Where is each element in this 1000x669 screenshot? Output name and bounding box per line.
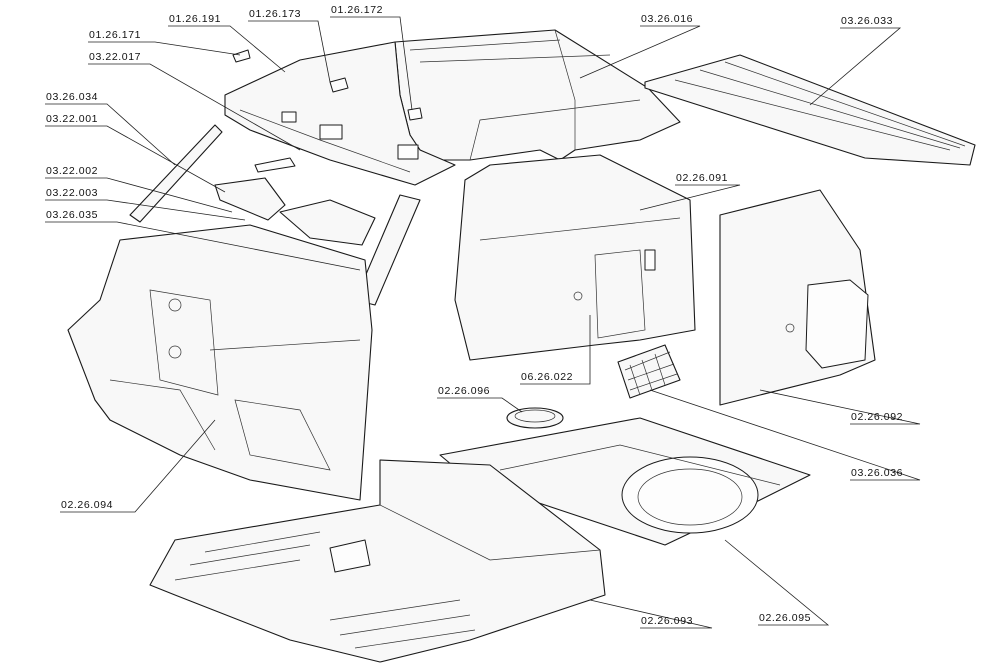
headliner bbox=[224, 41, 456, 186]
cover-disc bbox=[506, 407, 564, 429]
callout-label: 03.26.036 bbox=[851, 467, 903, 479]
callout-label: 03.26.016 bbox=[641, 13, 693, 25]
side-trim-right bbox=[719, 189, 876, 406]
pillar-trim-left bbox=[129, 124, 223, 223]
callout-label: 03.26.035 bbox=[46, 209, 98, 221]
callout-label: 01.26.172 bbox=[331, 4, 383, 16]
luggage-floor bbox=[439, 417, 811, 546]
callout-label: 03.22.002 bbox=[46, 165, 98, 177]
roof-panel bbox=[394, 29, 681, 161]
callout-label: 02.26.096 bbox=[438, 385, 490, 397]
callout-label: 03.26.033 bbox=[841, 15, 893, 27]
callout-labels: 01.26.171 01.26.191 01.26.173 01.26.172 … bbox=[46, 4, 903, 627]
callout-label: 03.22.003 bbox=[46, 187, 98, 199]
clip-part bbox=[232, 49, 251, 63]
callout-label: 02.26.094 bbox=[61, 499, 113, 511]
callout-label: 01.26.191 bbox=[169, 13, 221, 25]
side-trim-center bbox=[454, 154, 696, 361]
callout-label: 03.22.001 bbox=[46, 113, 98, 125]
callout-label: 01.26.171 bbox=[89, 29, 141, 41]
roof-strip-panel bbox=[644, 54, 976, 166]
sun-visors bbox=[214, 157, 376, 246]
front-floor-carpet bbox=[149, 459, 606, 663]
callout-label: 06.26.022 bbox=[521, 371, 573, 383]
callout-label: 03.26.034 bbox=[46, 91, 98, 103]
callout-label: 01.26.173 bbox=[249, 8, 301, 20]
leader-lines bbox=[45, 16, 921, 629]
callout-label: 03.22.017 bbox=[89, 51, 141, 63]
callout-label: 02.26.091 bbox=[676, 172, 728, 184]
callout-label: 02.26.093 bbox=[641, 615, 693, 627]
rear-interior-assembly bbox=[67, 224, 373, 501]
cargo-net bbox=[617, 344, 681, 399]
callout-label: 02.26.095 bbox=[759, 612, 811, 624]
callout-label: 02.26.092 bbox=[851, 411, 903, 423]
